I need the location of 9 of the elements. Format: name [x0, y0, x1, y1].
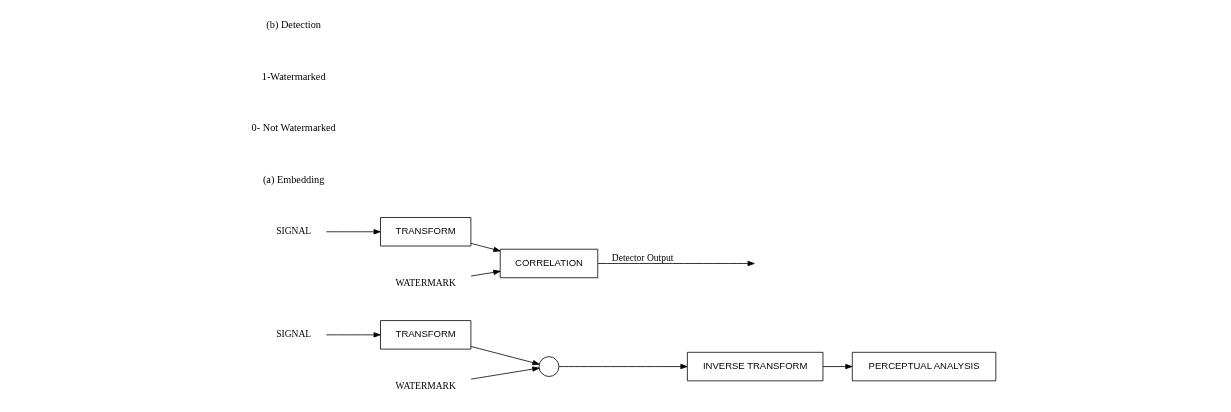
- label: (b) Detection: [265, 19, 321, 31]
- node-text: WATERMARK: [395, 277, 456, 288]
- label: 0- Not Watermarked: [251, 122, 336, 134]
- edge-label: Detector Output: [611, 252, 673, 263]
- node-text: SIGNAL: [275, 226, 311, 237]
- label: 1-Watermarked: [261, 70, 326, 82]
- node-text: WATERMARK: [395, 380, 456, 391]
- label: (a) Embedding: [262, 173, 324, 185]
- node-text: SIGNAL: [275, 329, 311, 340]
